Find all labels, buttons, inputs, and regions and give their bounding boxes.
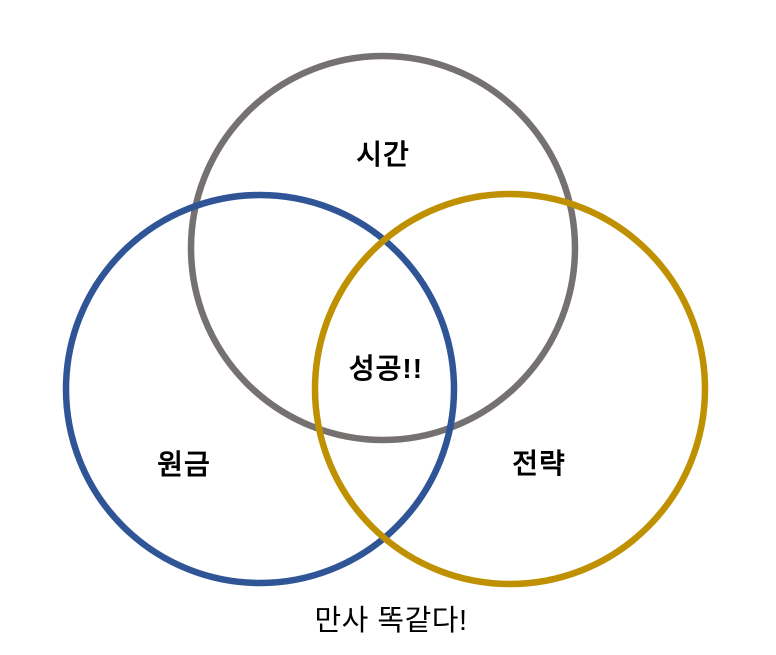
center-intersection-label: 성공!!	[348, 353, 424, 384]
circle-label-principal: 원금	[157, 449, 211, 480]
diagram-caption: 만사 똑같다!	[314, 605, 468, 637]
circle-label-time: 시간	[356, 139, 410, 170]
circle-time	[187, 52, 579, 444]
circle-principal	[62, 191, 458, 587]
circle-label-strategy: 전략	[512, 448, 566, 479]
circle-strategy	[311, 190, 709, 588]
